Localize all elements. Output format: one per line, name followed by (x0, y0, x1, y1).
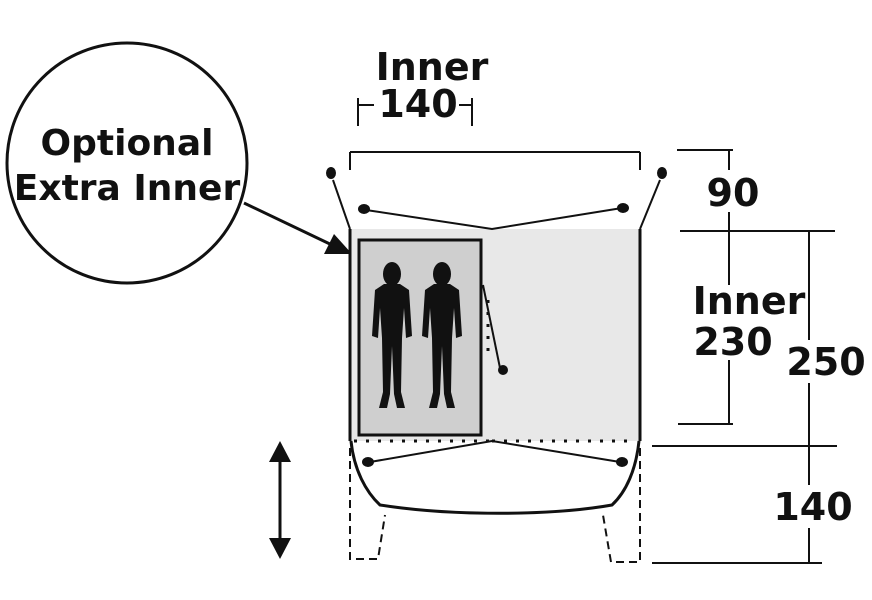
right-dimension-lines (652, 149, 837, 564)
top-inner-label: Inner (376, 45, 489, 89)
callout-circle (5, 41, 249, 285)
porch-depth-value: 90 (707, 171, 760, 215)
door-dotted-line (482, 284, 501, 369)
side-inner-value: 230 (693, 320, 772, 364)
top-inner-value: 140 (378, 82, 457, 126)
canopy (349, 439, 641, 563)
person-icon (372, 262, 462, 408)
total-length-value: 250 (786, 340, 865, 384)
adjust-arrow-icon (269, 441, 291, 559)
top-guy-lines (332, 179, 661, 231)
top-inner-dimension: Inner 140 (357, 45, 489, 126)
callout-arrow (243, 201, 352, 254)
callout-line-2: Extra Inner (14, 168, 241, 209)
optional-extra-inner-callout: Optional Extra Inner (5, 41, 249, 285)
extra-inner (357, 238, 483, 437)
overall-width-bracket (349, 151, 641, 170)
callout-line-1: Optional (41, 123, 214, 164)
canopy-depth-value: 140 (773, 485, 852, 529)
side-inner-label: Inner (693, 279, 806, 323)
